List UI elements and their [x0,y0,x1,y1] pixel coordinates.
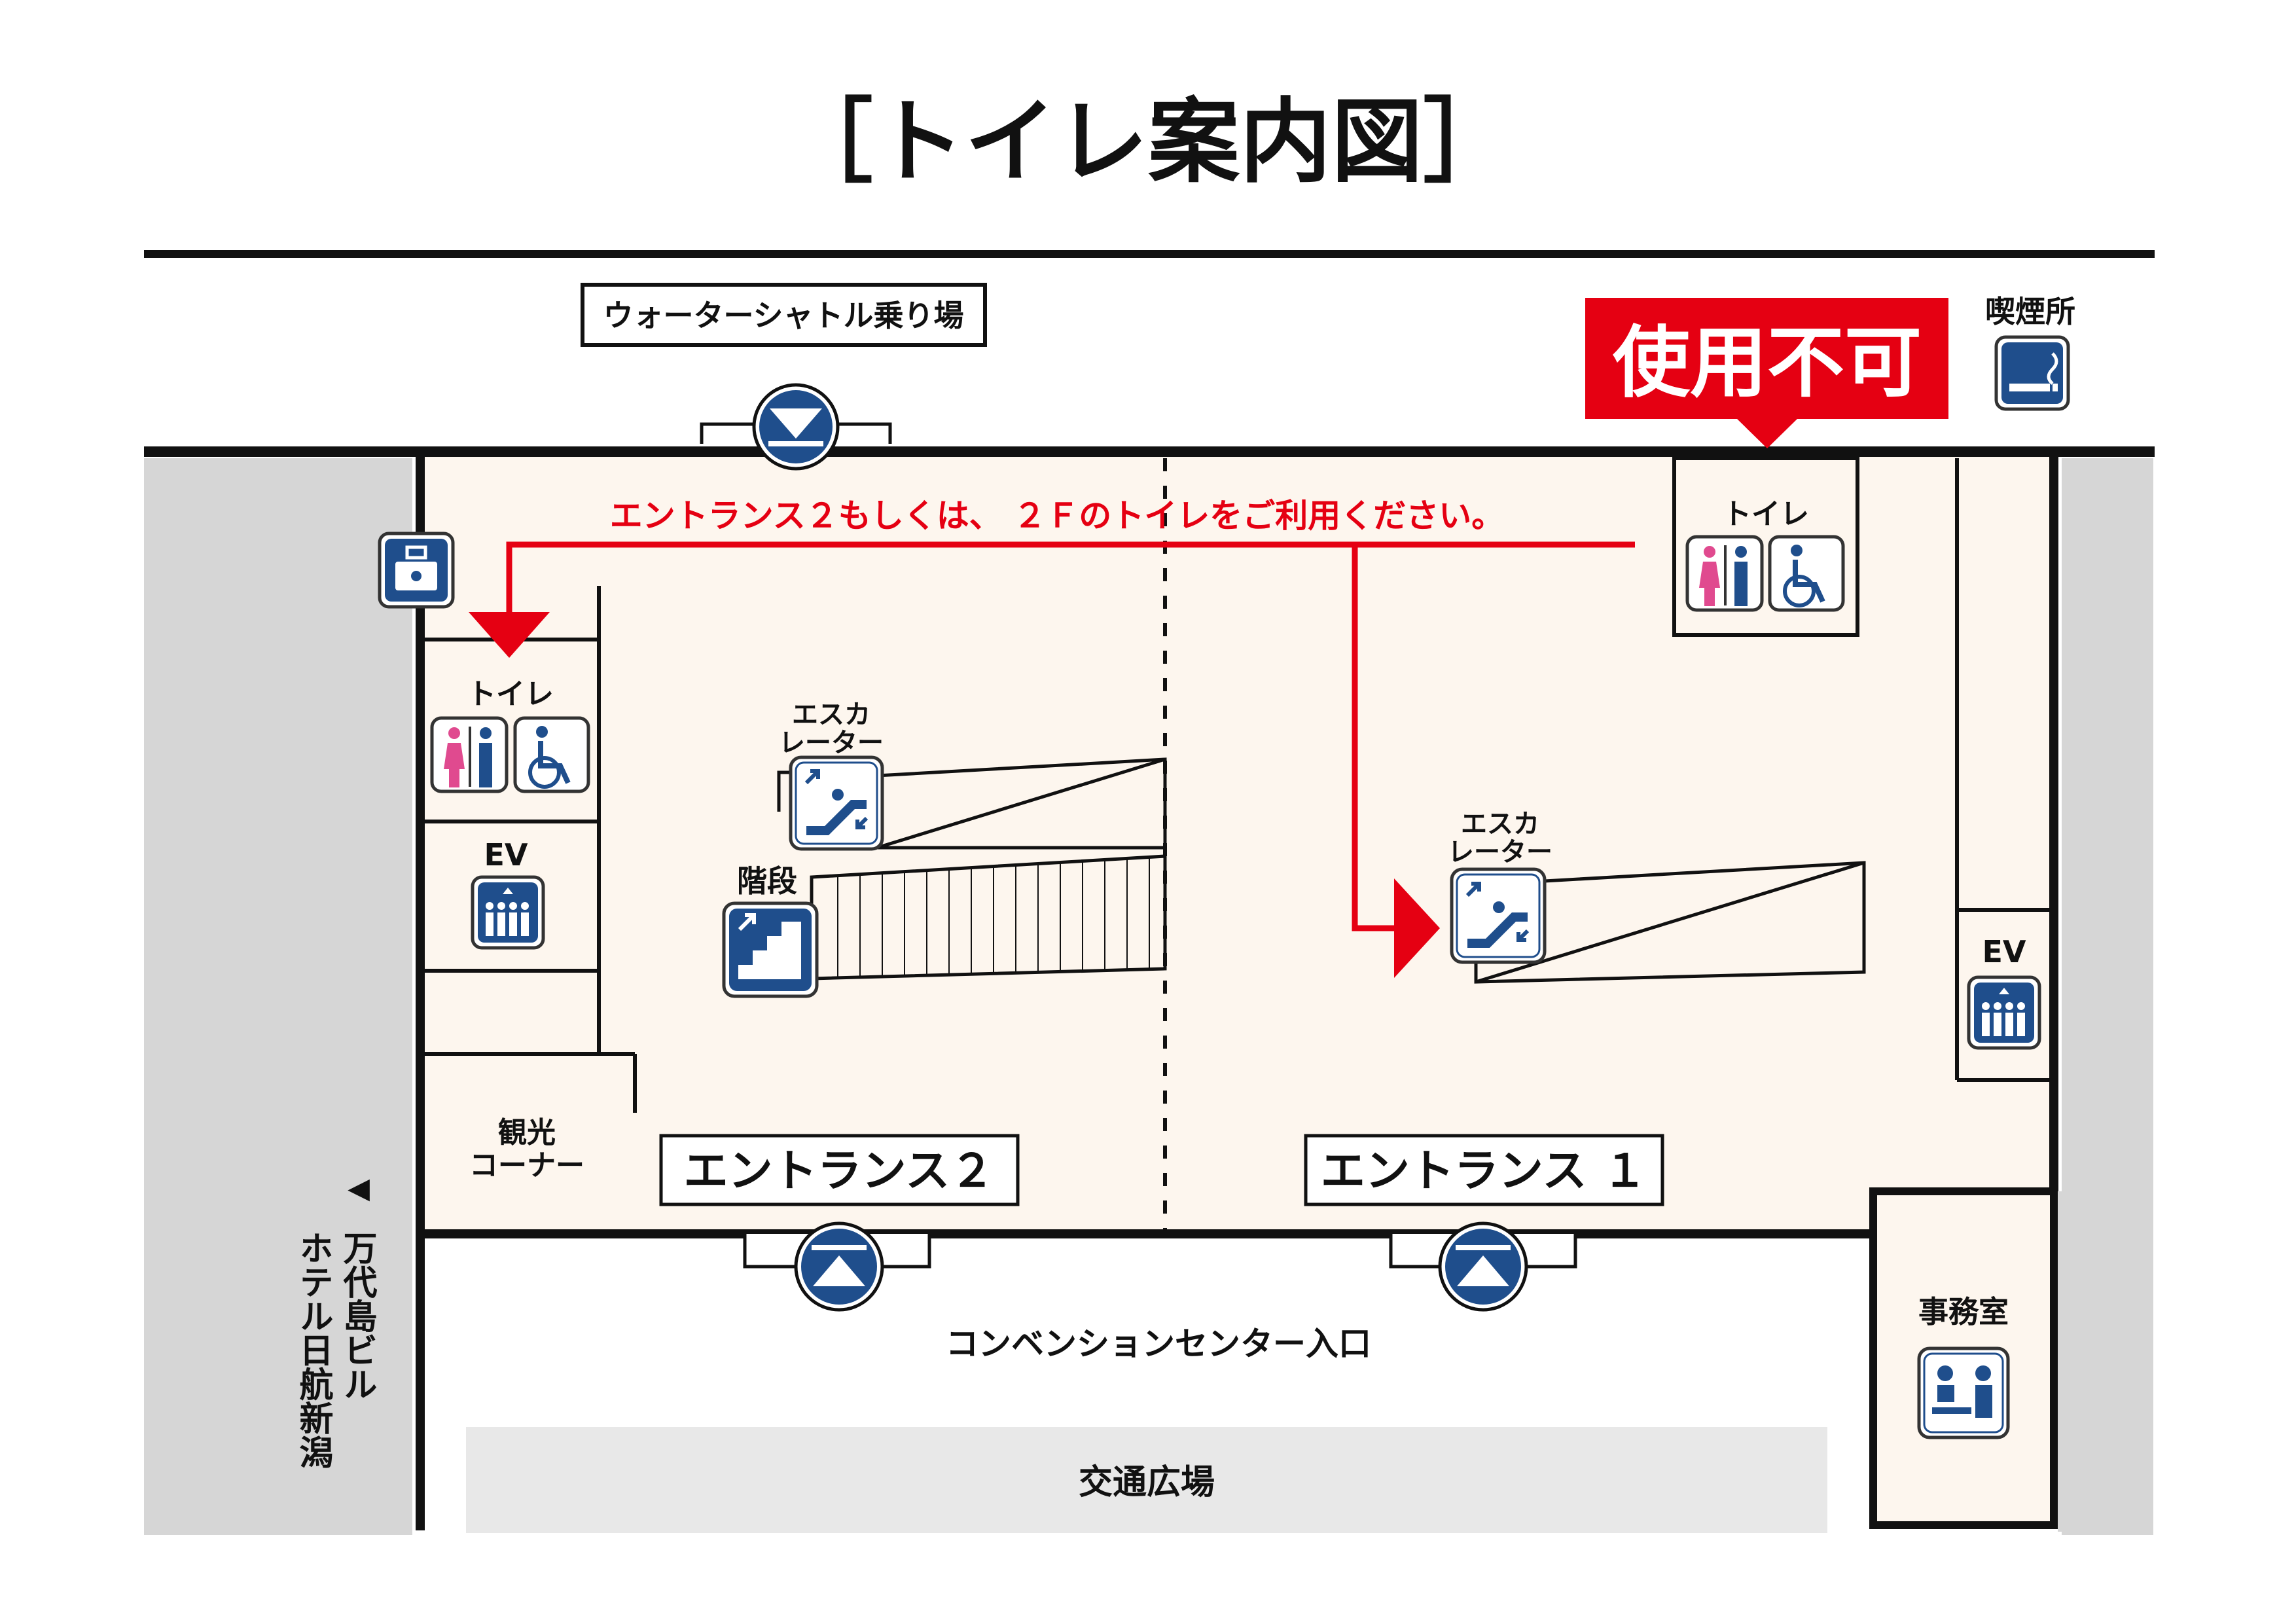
entrance-down-icon [752,383,840,471]
unavailable-badge [1585,298,1948,419]
stairs-icon [722,901,819,998]
route-arrow-left [469,612,550,658]
notice-message: エントランス２もしくは、 ２Ｆのトイレをご利用ください。 [610,497,1504,535]
entrance1-box [1304,1134,1664,1206]
detour-route [506,541,1635,931]
unavailable-badge-text: 使用不可 [1613,317,1922,408]
tourism-corner-label-1: 観光 [498,1116,556,1149]
convention-entrance-label: コンベンションセンター入口 [946,1325,1371,1363]
transport-plaza-area [466,1427,1827,1533]
smoking-icon [1994,335,2070,411]
page-title: ［トイレ案内図］ [781,89,1515,196]
entrance-up-icon [1438,1221,1528,1312]
entrance-up-icon [794,1221,884,1312]
office-label: 事務室 [1918,1294,2009,1329]
escalator-right-label-1: エスカ [1461,809,1539,839]
transport-plaza-label: 交通広場 [1079,1463,1215,1502]
office-icon [1917,1346,2010,1439]
entrance2-label: エントランス２ [684,1146,995,1197]
wheelchair-icon [1768,535,1845,612]
stairs-label: 階段 [737,863,797,899]
wheelchair-icon [513,716,590,793]
escalator-left-label-2: レーター [779,728,884,758]
badge-pointer [1736,418,1799,448]
entrance1-label: エントランス １ [1321,1146,1647,1197]
coin-locker-icon [378,532,455,609]
elevator-icon [1967,975,2041,1050]
water-shuttle-label: ウォーターシャトル乗り場 [603,298,963,333]
outside-right-lower [2058,1191,2153,1532]
toilet-right-label: トイレ [1723,497,1809,531]
tourism-corner-label-2: コーナー [469,1149,584,1182]
escalator-icon [789,755,884,851]
building-walls [144,446,2155,1530]
left-rooms [420,586,637,1113]
elevator-icon [471,875,545,950]
restroom-icon [1685,535,1764,612]
ev-left-label: EV [484,837,528,873]
water-shuttle-box [581,283,987,347]
top-rule [144,250,2155,258]
restroom-icon [430,716,509,793]
direction-text-hotel: ホテル日航新潟 [293,1231,333,1469]
direction-text-bandaijima: 万代島ビル [337,1231,378,1401]
route-arrow-right [1394,878,1440,978]
ev-right-label: EV [1982,934,2026,969]
smoking-area-label: 喫煙所 [1985,294,2075,329]
escalator-left-label-1: エスカ [792,700,870,730]
direction-arrow: ◀ [348,1172,370,1205]
escalator-icon [1450,867,1547,964]
entrance2-box [659,1134,1020,1206]
stairs-steps [837,857,1150,978]
toilet-left-label: トイレ [467,677,554,711]
outside-left [144,458,412,1535]
escalator-right-label-2: レーター [1448,837,1552,867]
